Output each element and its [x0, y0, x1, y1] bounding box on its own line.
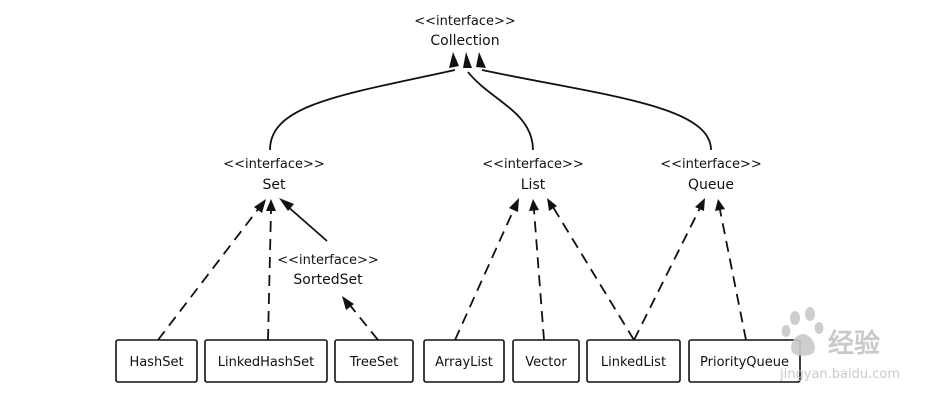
arrowhead-vector-list	[529, 199, 539, 211]
collection-stereotype: <<interface>>	[414, 14, 516, 29]
watermark-url: jingyan.baidu.com	[779, 367, 900, 382]
edge-linkedlist-queue	[633, 207, 701, 341]
hashset-label: HashSet	[129, 355, 183, 370]
vector-label: Vector	[525, 355, 567, 370]
interface-collection: <<interface>> Collection	[414, 14, 516, 49]
collection-name: Collection	[430, 33, 499, 49]
edge-sortedset-set	[285, 204, 328, 242]
arrowhead-linkedlist-queue	[695, 198, 705, 211]
arrowhead-arraylist-list	[509, 198, 519, 212]
linkedhashset-label: LinkedHashSet	[218, 355, 315, 370]
edge-set-collection	[269, 69, 456, 151]
edge-linkedhashset-set	[267, 209, 272, 341]
linkedlist-label: LinkedList	[601, 355, 666, 370]
arrowhead-linkedhashset-set	[266, 199, 276, 211]
queue-stereotype: <<interface>>	[660, 157, 762, 172]
arrowhead-linkedlist-list	[547, 198, 557, 211]
set-stereotype: <<interface>>	[223, 157, 325, 172]
class-linkedlist: LinkedList	[586, 339, 681, 383]
list-stereotype: <<interface>>	[482, 157, 584, 172]
priorityqueue-label: PriorityQueue	[700, 355, 789, 370]
watermark-suffix: 经验	[828, 328, 880, 359]
arrowhead-collection-3	[476, 52, 486, 68]
arrowhead-treeset-sortedset	[342, 296, 354, 310]
class-treeset: TreeSet	[334, 339, 414, 383]
sortedset-stereotype: <<interface>>	[277, 253, 379, 268]
edge-linkedlist-list	[552, 206, 635, 341]
class-linkedhashset: LinkedHashSet	[204, 339, 328, 383]
class-priorityqueue: PriorityQueue	[688, 339, 801, 383]
arrowhead-sortedset-set	[279, 198, 294, 211]
sortedset-name: SortedSet	[293, 272, 363, 288]
edge-hashset-set	[157, 207, 260, 341]
queue-name: Queue	[688, 177, 734, 193]
arrowhead-collection-1	[449, 52, 459, 68]
edge-queue-collection	[481, 69, 712, 151]
edge-vector-list	[533, 209, 545, 341]
class-arraylist: ArrayList	[423, 339, 505, 383]
class-hashset: HashSet	[115, 339, 198, 383]
interface-queue: <<interface>> Queue	[660, 157, 762, 193]
interface-sortedset: <<interface>> SortedSet	[277, 253, 379, 288]
edge-list-collection	[467, 71, 534, 151]
arraylist-label: ArrayList	[435, 355, 493, 370]
class-vector: Vector	[512, 339, 580, 383]
edge-treeset-sortedset	[348, 303, 379, 341]
edge-priorityqueue-queue	[719, 209, 747, 341]
arrowhead-priorityqueue-queue	[715, 199, 725, 211]
list-name: List	[521, 177, 546, 193]
interface-list: <<interface>> List	[482, 157, 584, 193]
interface-set: <<interface>> Set	[223, 157, 325, 193]
baidu-paw-icon	[781, 307, 824, 356]
edge-arraylist-list	[454, 208, 515, 341]
arrowhead-collection-2	[463, 52, 472, 68]
arrowhead-hashset-set	[254, 199, 266, 213]
baidu-watermark: 经验 jingyan.baidu.com	[779, 307, 900, 382]
treeset-label: TreeSet	[349, 355, 398, 370]
set-name: Set	[263, 177, 287, 193]
